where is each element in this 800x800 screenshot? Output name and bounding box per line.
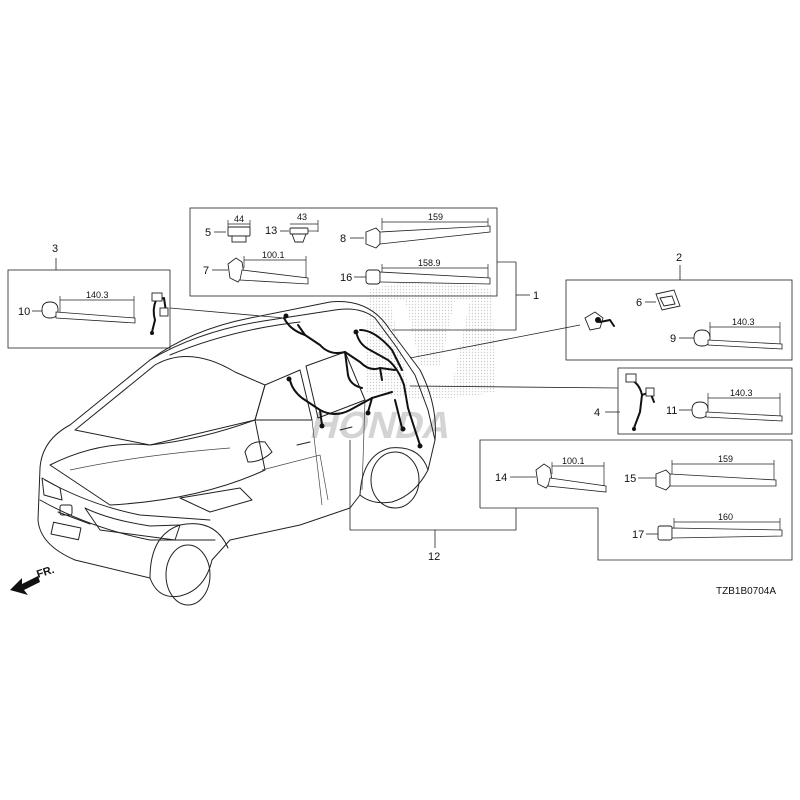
callout-6: 6 bbox=[636, 297, 642, 309]
callout-16: 16 bbox=[340, 272, 352, 284]
leader-lines bbox=[55, 258, 681, 548]
callout-17: 17 bbox=[632, 529, 644, 541]
callout-14: 14 bbox=[495, 472, 507, 484]
part-9-tie: 140.3 9 bbox=[670, 317, 783, 350]
dim-17: 160 bbox=[718, 512, 733, 522]
callout-2: 2 bbox=[676, 252, 682, 264]
callout-15: 15 bbox=[624, 473, 636, 485]
dim-11: 140.3 bbox=[730, 388, 753, 398]
callout-4: 4 bbox=[594, 407, 600, 419]
part-13-clip: 43 13 bbox=[265, 212, 319, 243]
dim-13: 43 bbox=[297, 212, 307, 222]
box-group-3: 3 140.3 10 bbox=[7, 243, 171, 349]
dim-15: 159 bbox=[718, 454, 733, 464]
part-11-tie: 140.3 11 bbox=[666, 388, 783, 422]
callout-10: 10 bbox=[18, 306, 30, 318]
part-5-clip: 44 5 bbox=[205, 214, 251, 243]
part-14-tie: 100.1 14 bbox=[495, 456, 607, 493]
callout-1: 1 bbox=[533, 290, 539, 302]
floor-wire-harness bbox=[283, 313, 423, 449]
dim-9: 140.3 bbox=[732, 317, 755, 327]
part-10-tie: 140.3 10 bbox=[18, 290, 136, 324]
box-group-1: 44 5 43 13 159 8 bbox=[189, 207, 498, 297]
callout-9: 9 bbox=[670, 333, 676, 345]
callout-5: 5 bbox=[205, 227, 211, 239]
dim-7: 100.1 bbox=[262, 250, 285, 260]
car-illustration bbox=[37, 301, 436, 606]
part-6-grommet: 6 bbox=[636, 289, 681, 311]
part-7-tie: 100.1 7 bbox=[203, 250, 309, 285]
callout-3: 3 bbox=[52, 243, 58, 255]
diagram-code: TZB1B0704A bbox=[716, 586, 776, 597]
callout-13: 13 bbox=[265, 225, 277, 237]
front-direction-indicator: FR. bbox=[10, 564, 56, 595]
part-2-connector bbox=[584, 311, 615, 331]
front-arrow-icon bbox=[10, 576, 40, 595]
box-group-2: 2 6 140.3 9 bbox=[565, 252, 793, 361]
part-15-tie: 159 15 bbox=[624, 454, 777, 491]
door-harness-4 bbox=[625, 373, 655, 431]
callout-12: 12 bbox=[428, 551, 440, 563]
callout-11: 11 bbox=[666, 405, 677, 417]
callout-8: 8 bbox=[340, 233, 346, 245]
honda-watermark: HONDA bbox=[307, 281, 496, 447]
dim-8: 159 bbox=[428, 212, 443, 222]
part-16-tie: 158.9 16 bbox=[340, 258, 491, 285]
front-label: FR. bbox=[35, 564, 56, 581]
box-group-4: 4 140.3 11 bbox=[594, 367, 793, 435]
box-group-12: 12 100.1 14 159 15 160 bbox=[428, 439, 793, 563]
callout-7: 7 bbox=[203, 265, 209, 277]
part-8-tie: 159 8 bbox=[340, 212, 491, 249]
dim-5: 44 bbox=[234, 214, 244, 224]
dim-16: 158.9 bbox=[418, 258, 441, 268]
part-17-tie: 160 17 bbox=[632, 512, 783, 541]
door-harness-3 bbox=[150, 292, 169, 335]
dim-14: 100.1 bbox=[562, 456, 585, 466]
dim-10: 140.3 bbox=[86, 290, 109, 300]
